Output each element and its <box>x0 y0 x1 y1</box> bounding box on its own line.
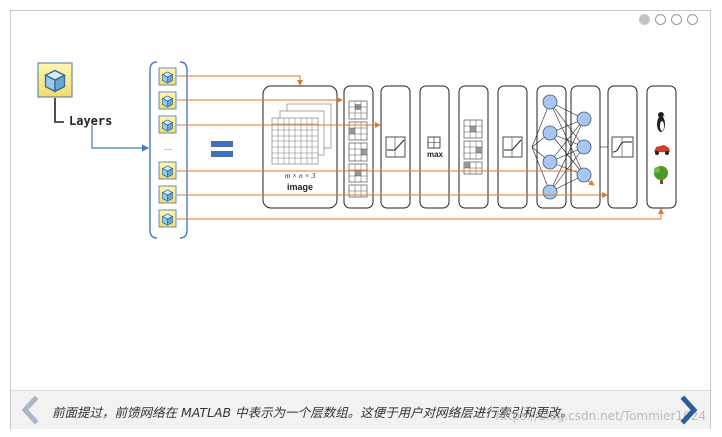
pager-dot-2[interactable] <box>655 14 666 25</box>
chevron-left-icon[interactable] <box>16 394 46 426</box>
car-icon <box>654 145 670 155</box>
array-layer-icon-6[interactable] <box>158 209 177 228</box>
max-label: max <box>426 150 443 159</box>
layer-array-bracket <box>149 61 188 239</box>
watermark: https://blog.csdn.net/Tommier1024 <box>495 409 706 423</box>
tree-icon <box>654 166 668 184</box>
layer-box-relu2 <box>497 85 528 209</box>
array-layer-icon-3[interactable] <box>158 115 177 134</box>
layer-box-relu1 <box>380 85 411 209</box>
array-layer-icon-4[interactable] <box>158 161 177 180</box>
pager-dot-4[interactable] <box>687 14 698 25</box>
caption-bar: 前面提过，前馈网络在 MATLAB 中表示为一个层数组。这便于用户对网络层进行索… <box>11 390 710 429</box>
caption-text: 前面提过，前馈网络在 MATLAB 中表示为一个层数组。这便于用户对网络层进行索… <box>52 405 573 420</box>
array-layer-icon-2[interactable] <box>158 91 177 110</box>
layer-box-conv2 <box>458 85 489 209</box>
array-layer-icon-1[interactable] <box>158 67 177 86</box>
orange-mapping-arrows <box>177 75 664 220</box>
layer-box-conv1 <box>343 85 374 209</box>
pager-dots <box>639 14 698 25</box>
tree-connector <box>54 98 64 123</box>
layer-box-classification-output <box>646 85 677 209</box>
pager-dot-3[interactable] <box>671 14 682 25</box>
penguin-icon <box>657 112 666 132</box>
layer-box-softmax <box>607 85 638 209</box>
pager-dot-1[interactable] <box>639 14 650 25</box>
image-dims-label: m × n × 3 <box>284 171 316 180</box>
fc-connections <box>531 101 585 193</box>
layers-label: Layers <box>69 114 113 128</box>
layer-box-maxpool <box>419 85 450 209</box>
blue-connector-arrow <box>91 125 150 152</box>
layer-box-image-input <box>262 85 338 209</box>
chevron-right-icon[interactable] <box>674 394 704 426</box>
image-label: image <box>286 182 313 192</box>
network-diagram <box>37 61 677 239</box>
equals-icon <box>211 141 233 157</box>
layers-icon <box>37 62 73 98</box>
fc-neurons <box>542 94 592 200</box>
array-layer-icon-5[interactable] <box>158 185 177 204</box>
array-ellipsis: ... <box>163 142 173 153</box>
